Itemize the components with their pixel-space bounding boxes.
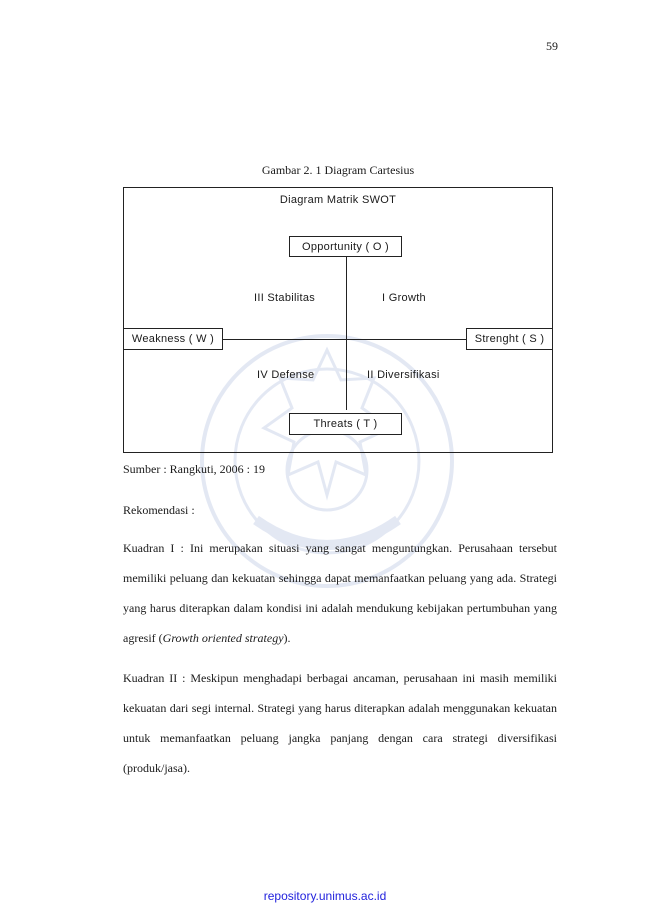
swot-diagram: Diagram Matrik SWOT Opportunity ( O ) Th…	[123, 187, 553, 453]
page-number: 59	[546, 39, 558, 53]
repository-link[interactable]: repository.unimus.ac.id	[263, 889, 387, 903]
source-note: Sumber : Rangkuti, 2006 : 19	[123, 462, 265, 476]
quadrant-defense: IV Defense	[257, 369, 315, 381]
paragraph-kuadran-1-italic: Growth oriented strategy	[162, 631, 284, 645]
paragraph-kuadran-1-end: ).	[283, 631, 291, 645]
weakness-box: Weakness ( W )	[123, 328, 223, 350]
paragraph-kuadran-1: Kuadran I : Ini merupakan situasi yang s…	[123, 533, 557, 653]
quadrant-diversifikasi: II Diversifikasi	[367, 369, 440, 381]
diagram-title: Diagram Matrik SWOT	[279, 194, 397, 206]
paragraph-kuadran-2: Kuadran II : Meskipun menghadapi berbaga…	[123, 671, 557, 775]
threats-box: Threats ( T )	[289, 413, 402, 435]
quadrant-growth: I Growth	[382, 292, 426, 304]
rekomendasi-heading: Rekomendasi :	[123, 503, 195, 517]
horizontal-axis	[222, 339, 466, 340]
quadrant-stabilitas: III Stabilitas	[254, 292, 316, 304]
strength-box: Strenght ( S )	[466, 328, 553, 350]
figure-caption: Gambar 2. 1 Diagram Cartesius	[261, 163, 415, 177]
paragraph-kuadran-1-text: Kuadran I : Ini merupakan situasi yang s…	[123, 541, 557, 645]
vertical-axis	[346, 257, 347, 410]
opportunity-box: Opportunity ( O )	[289, 236, 402, 257]
